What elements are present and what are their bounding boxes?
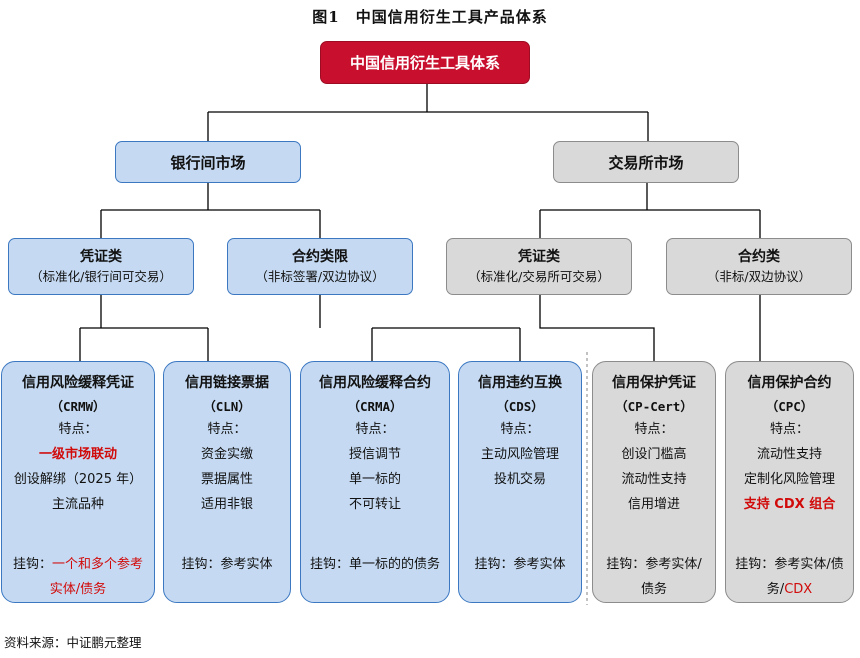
feature-item: 票据属性	[200, 472, 253, 487]
category-subtitle: （标准化/银行间可交易）	[30, 268, 172, 284]
feature-label: 特点：	[58, 422, 98, 437]
product-name: 信用风险缓释合约	[319, 375, 431, 391]
peg-line: 挂钩：参考实体/债务	[601, 552, 707, 602]
feature-label: 特点：	[634, 422, 674, 437]
peg-label: 挂钩：	[181, 557, 221, 572]
product-code: （CPC）	[765, 399, 814, 414]
peg-line: 挂钩：单一标的的债务	[309, 552, 441, 577]
feature-label: 特点：	[207, 422, 247, 437]
product-name: 信用保护合约	[747, 375, 832, 391]
product-code: （CRMA）	[347, 399, 403, 414]
product-cds: 信用违约互换 （CDS） 特点： 主动风险管理 投机交易 挂钩：参考实体	[458, 361, 582, 603]
market-interbank: 银行间市场	[115, 141, 301, 183]
feature-item: 创设解绑（2025 年）	[13, 472, 143, 487]
feature-label: 特点：	[500, 422, 540, 437]
peg-label: 挂钩：	[735, 557, 775, 572]
product-crma: 信用风险缓释合约 （CRMA） 特点： 授信调节 单一标的 不可转让 挂钩：单一…	[300, 361, 450, 603]
product-code: （CRMW）	[50, 399, 106, 414]
feature-item: 流动性支持	[621, 472, 687, 487]
peg-label: 挂钩：	[474, 557, 514, 572]
product-code: （CDS）	[496, 399, 544, 414]
category-title: 凭证类	[80, 248, 122, 265]
peg-label: 挂钩：	[12, 557, 52, 572]
category-subtitle: （非标签署/双边协议）	[255, 268, 385, 284]
feature-item: 定制化风险管理	[743, 472, 835, 487]
peg-value: 单一标的的债务	[349, 557, 441, 572]
product-name: 信用链接票据	[185, 375, 269, 391]
peg-line: 挂钩：参考实体	[172, 552, 282, 577]
category-title: 合约类限	[292, 248, 348, 265]
feature-item: 资金实缴	[200, 447, 253, 462]
category-title: 合约类	[738, 248, 780, 265]
product-name: 信用违约互换	[478, 375, 562, 391]
category-title: 凭证类	[518, 248, 560, 265]
peg-line: 挂钩：参考实体	[467, 552, 573, 577]
product-code: （CP-Cert）	[615, 399, 693, 414]
product-name: 信用风险缓释凭证	[22, 375, 134, 391]
peg-label: 挂钩：	[606, 557, 646, 572]
category-interbank-contract: 合约类限 （非标签署/双边协议）	[227, 238, 413, 295]
figure-title: 图1 中国信用衍生工具产品体系	[312, 8, 548, 26]
feature-item: 一级市场联动	[38, 447, 117, 462]
peg-value: 参考实体/债务/	[766, 557, 844, 597]
market-exchange: 交易所市场	[553, 141, 739, 183]
feature-item: 流动性支持	[756, 447, 822, 462]
peg-label: 挂钩：	[309, 557, 349, 572]
category-exchange-certificate: 凭证类 （标准化/交易所可交易）	[446, 238, 632, 295]
peg-value-cdx: CDX	[784, 582, 813, 597]
feature-item: 适用非银	[200, 497, 253, 512]
product-code: （CLN）	[203, 399, 251, 414]
product-cp-cert: 信用保护凭证 （CP-Cert） 特点： 创设门槛高 流动性支持 信用增进 挂钩…	[592, 361, 716, 603]
category-subtitle: （标准化/交易所可交易）	[468, 268, 610, 284]
feature-item: 主动风险管理	[480, 447, 559, 462]
feature-item: 授信调节	[348, 447, 401, 462]
peg-value: 参考实体/债务	[640, 557, 702, 597]
peg-value: 参考实体	[513, 557, 566, 572]
product-cln: 信用链接票据 （CLN） 特点： 资金实缴 票据属性 适用非银 挂钩：参考实体	[163, 361, 291, 603]
peg-line: 挂钩：参考实体/债务/CDX	[734, 552, 845, 602]
peg-line: 挂钩：一个和多个参考实体/债务	[10, 552, 146, 602]
category-subtitle: （非标/双边协议）	[706, 268, 812, 284]
product-name: 信用保护凭证	[612, 375, 696, 391]
product-cpc: 信用保护合约 （CPC） 特点： 流动性支持 定制化风险管理 支持 CDX 组合…	[725, 361, 854, 603]
peg-value: 一个和多个参考实体/债务	[49, 557, 144, 597]
feature-item: 创设门槛高	[621, 447, 687, 462]
category-exchange-contract: 合约类 （非标/双边协议）	[666, 238, 852, 295]
feature-item: 信用增进	[627, 497, 680, 512]
feature-item: 不可转让	[348, 497, 401, 512]
root-node: 中国信用衍生工具体系	[320, 41, 530, 84]
product-crmw: 信用风险缓释凭证 （CRMW） 特点： 一级市场联动 创设解绑（2025 年） …	[1, 361, 155, 603]
feature-item: 投机交易	[493, 472, 546, 487]
feature-item: 单一标的	[348, 472, 401, 487]
feature-item: 主流品种	[51, 497, 104, 512]
source-note: 资料来源：中证鹏元整理	[4, 635, 142, 650]
peg-value: 参考实体	[220, 557, 273, 572]
feature-item: 支持 CDX 组合	[743, 497, 836, 512]
category-interbank-certificate: 凭证类 （标准化/银行间可交易）	[8, 238, 194, 295]
feature-label: 特点：	[769, 422, 809, 437]
feature-label: 特点：	[355, 422, 395, 437]
